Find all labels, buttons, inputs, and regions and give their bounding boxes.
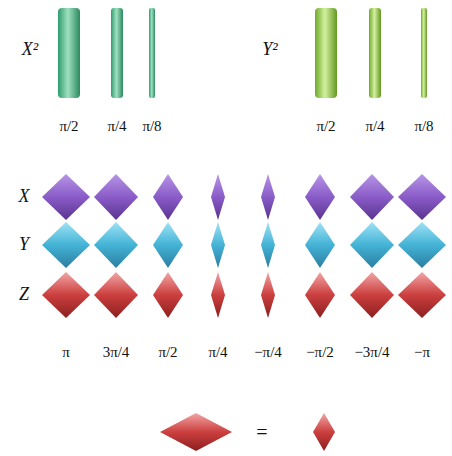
angle-label: π/2 (158, 344, 177, 361)
operator-name: Y² (262, 40, 277, 60)
angle-label: π/8 (414, 118, 433, 135)
x-diamonds (42, 174, 446, 220)
angle-label: −π/2 (306, 344, 334, 361)
angle-label: −π/4 (254, 344, 282, 361)
angle-label: π/4 (107, 118, 126, 135)
x2-bars (58, 8, 155, 98)
equivalence-diamonds (160, 413, 335, 451)
axis-name: Y (19, 235, 29, 255)
angle-label: π/4 (208, 344, 227, 361)
angle-label: −π (414, 344, 430, 361)
angle-label: 3π/4 (103, 344, 130, 361)
z-diamonds (42, 272, 446, 318)
angle-label: π/2 (316, 118, 335, 135)
angle-label: π/2 (59, 118, 78, 135)
angle-label: π (62, 344, 70, 361)
angle-label: −3π/4 (354, 344, 389, 361)
axis-name: X (19, 187, 30, 207)
equals-sign: = (256, 421, 267, 443)
axis-name: Z (19, 285, 29, 305)
y2-bars (315, 8, 427, 98)
y-diamonds (42, 222, 446, 268)
angle-label: π/4 (365, 118, 384, 135)
operator-name: X² (22, 40, 38, 60)
angle-label: π/8 (142, 118, 161, 135)
